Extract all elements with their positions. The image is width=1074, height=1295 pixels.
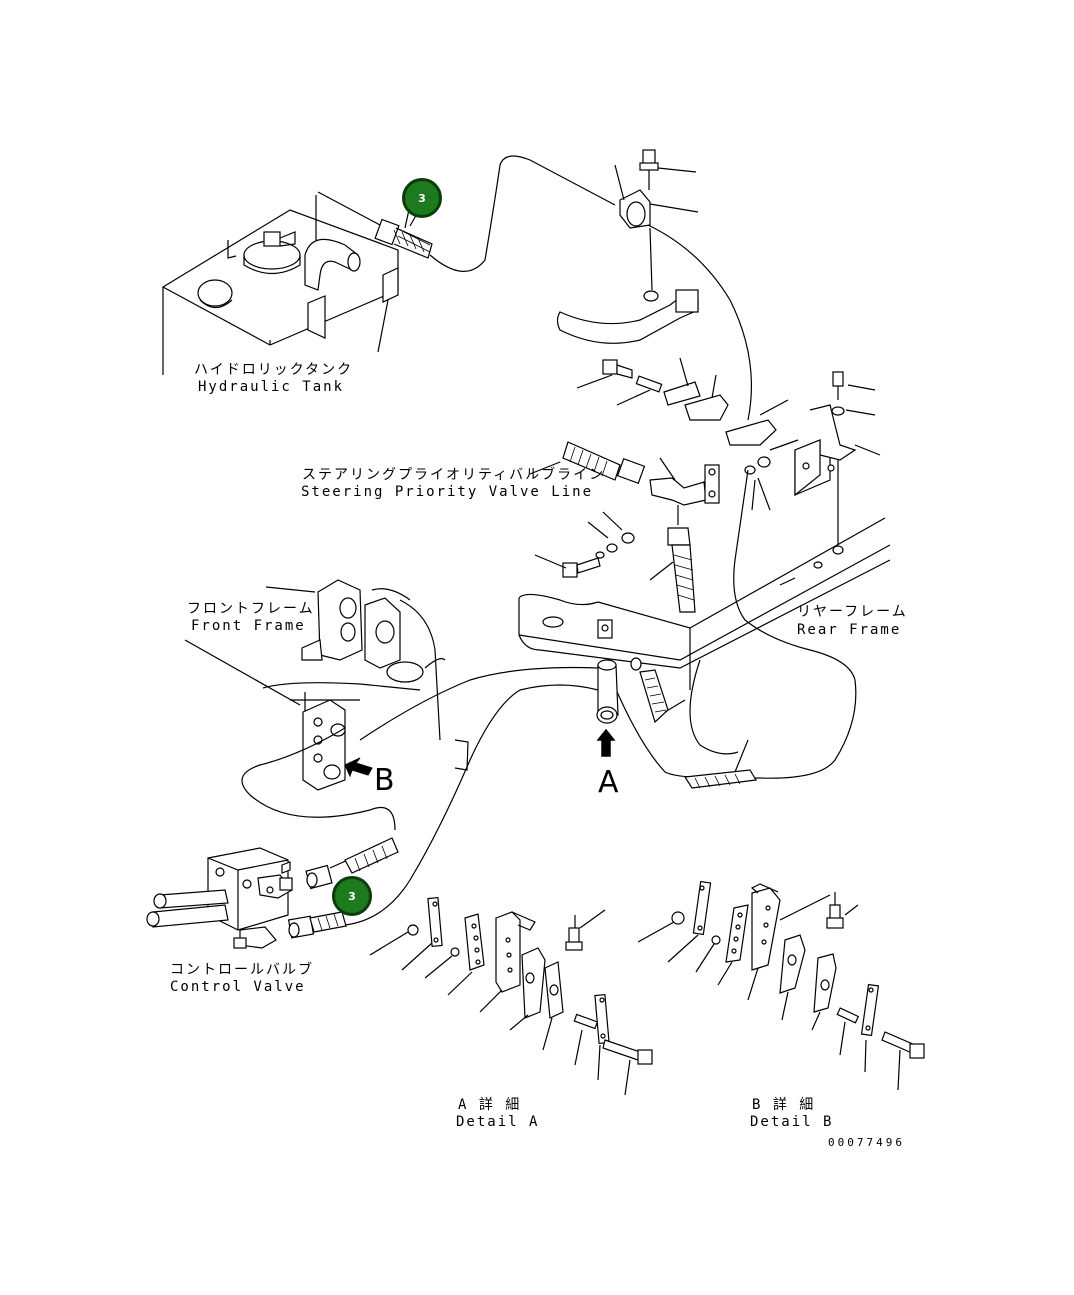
detail-a-parts: [369, 897, 653, 1096]
suction-hose-line: [429, 155, 752, 421]
hydraulic-tank-drawing: [161, 191, 433, 375]
control-valve-label-jp: コントロールバルブ: [170, 962, 314, 978]
hydraulic-tank-label-en: Hydraulic Tank: [198, 379, 345, 395]
detail-b-parts: [637, 880, 925, 1091]
front-frame-label-jp: フロントフレーム: [187, 601, 315, 617]
detail-a-label-en: Detail A: [456, 1114, 540, 1130]
detail-b-label-en: Detail B: [750, 1114, 834, 1130]
steering-line-label-jp: ステアリングプライオリティバルブライン: [302, 467, 606, 483]
rear-bracket: [744, 371, 881, 555]
front-frame-drawing: [184, 579, 469, 791]
detail-b-label-jp: B 詳 細: [752, 1097, 816, 1113]
top-clamp-assembly: [556, 149, 699, 344]
part-callout-3-valve[interactable]: 3: [332, 876, 372, 916]
hydraulic-tank-label-jp: ハイドロリックタンク: [194, 362, 354, 378]
rear-frame-drawing: [518, 517, 891, 690]
front-frame-label-en: Front Frame: [191, 618, 306, 634]
view-a-assembly: [596, 619, 757, 789]
rear-frame-label-en: Rear Frame: [797, 622, 902, 638]
steering-priority-line: [529, 441, 720, 613]
steering-line-label-en: Steering Priority Valve Line: [301, 484, 594, 500]
middle-clamp-parts: [576, 357, 789, 446]
control-valve-label-en: Control Valve: [170, 979, 306, 995]
part-callout-3-tank[interactable]: 3: [402, 178, 442, 218]
view-b-letter: B: [374, 763, 395, 798]
view-a-letter: A: [598, 765, 619, 800]
control-valve-drawing: [146, 837, 399, 949]
rear-frame-label-jp: リヤーフレーム: [797, 604, 908, 620]
view-b-arrow: [344, 757, 373, 778]
detail-a-label-jp: A 詳 細: [458, 1097, 522, 1113]
drawing-number: 00077496: [828, 1136, 905, 1149]
front-hoses: [241, 469, 857, 926]
